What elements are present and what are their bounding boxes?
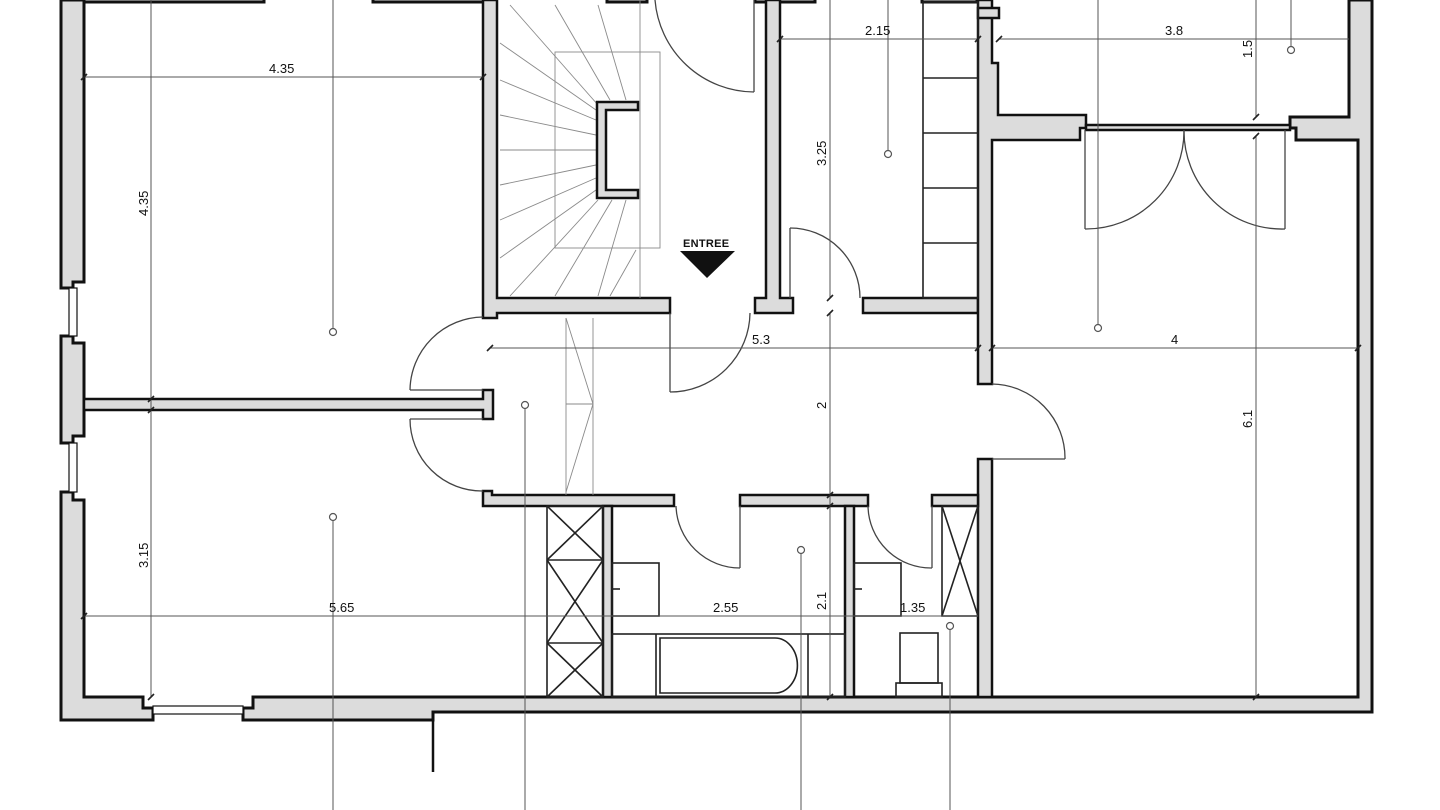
exterior-walls: [59, 0, 1374, 772]
door-patio-left[interactable]: [1084, 129, 1185, 230]
door-right-room[interactable]: [991, 383, 1066, 460]
wall-bedroom-divider: [82, 388, 495, 421]
room-marker: [328, 512, 338, 522]
dim-room-top-left-width: 4.35: [269, 61, 294, 76]
door-patio-right[interactable]: [1183, 129, 1286, 230]
room-marker: [328, 327, 338, 337]
room-marker: [520, 400, 530, 410]
window-left-lower: [68, 442, 78, 493]
dim-hallway-depth: 2: [814, 402, 829, 409]
door-wc[interactable]: [867, 505, 933, 569]
wall-patio-threshold: [1084, 123, 1292, 132]
room-marker: [796, 545, 806, 555]
wall-hallway-bottom: [481, 489, 676, 508]
wall-hallway-bottom-3: [930, 493, 980, 508]
wall-stair-left: [481, 0, 672, 320]
dim-room-top-left-depth: 4.35: [136, 191, 151, 216]
dim-top-right-depth: 1.5: [1240, 40, 1255, 58]
wall-bottom: [241, 0, 1374, 722]
wall-utility-bottom: [861, 296, 980, 315]
wall-top-2: [371, 0, 495, 4]
door-bedroom-top[interactable]: [409, 316, 484, 391]
dim-hallway-width: 5.3: [752, 332, 770, 347]
door-bedroom-bottom[interactable]: [409, 418, 484, 492]
door-bathroom[interactable]: [675, 505, 741, 569]
room-marker: [883, 149, 893, 159]
door-utility[interactable]: [789, 227, 861, 299]
dim-top-right-width: 3.8: [1165, 23, 1183, 38]
wall-left-lower: [59, 490, 155, 722]
stair-core: [595, 100, 640, 200]
dim-room-bottom-left-depth: 3.15: [136, 543, 151, 568]
window-left-upper: [68, 287, 78, 337]
dim-utility-depth: 3.25: [814, 141, 829, 166]
wall-left-upper: [59, 0, 86, 290]
dim-right-room-width: 4: [1171, 332, 1178, 347]
wall-bath-left: [601, 504, 614, 699]
wall-top-3: [605, 0, 649, 4]
wall-central-vertical: [976, 0, 1088, 386]
closet-right: [941, 505, 979, 617]
door-hallway[interactable]: [669, 312, 751, 393]
wall-top-4: [753, 0, 817, 4]
windows: [68, 287, 244, 715]
fixtures: [546, 1, 979, 698]
room-marker: [1286, 45, 1296, 55]
shelving: [922, 1, 979, 299]
wall-right-room-lower: [976, 457, 994, 699]
room-marker: [1093, 323, 1103, 333]
wall-bath-right: [843, 504, 856, 699]
room-marker: [945, 621, 955, 631]
wall-top-right-stub: [976, 6, 1001, 20]
bathtub: [611, 633, 846, 698]
doors: [409, 0, 1286, 569]
entry-label: ENTREE: [683, 238, 729, 250]
door-entry[interactable]: [654, 0, 755, 93]
dim-room-bottom-left-width: 5.65: [329, 600, 354, 615]
entry-marker: ENTREE: [680, 238, 735, 278]
dim-right-room-depth: 6.1: [1240, 410, 1255, 428]
dim-bathroom-width: 2.55: [713, 600, 738, 615]
wall-top-1: [82, 0, 266, 4]
wall-left-pier: [59, 334, 86, 445]
dim-utility-width: 2.15: [865, 23, 890, 38]
wall-hallway-bottom-2: [738, 493, 870, 508]
top-walls: [82, 0, 979, 4]
reference-lines: [328, 0, 1296, 810]
dim-bathroom-depth: 2.1: [814, 592, 829, 610]
toilet: [895, 632, 943, 698]
window-bottom: [152, 705, 244, 715]
dim-wc-width: 1.35: [900, 600, 925, 615]
dimension-lines: 4.35 4.35 3.15 5.65 2.15 3.25 3.8 1.5 5.…: [80, 0, 1362, 701]
staircase: [499, 0, 661, 495]
wall-stair-right: [753, 0, 795, 315]
entry-arrow-icon: [680, 251, 735, 278]
closet-left: [546, 505, 604, 698]
